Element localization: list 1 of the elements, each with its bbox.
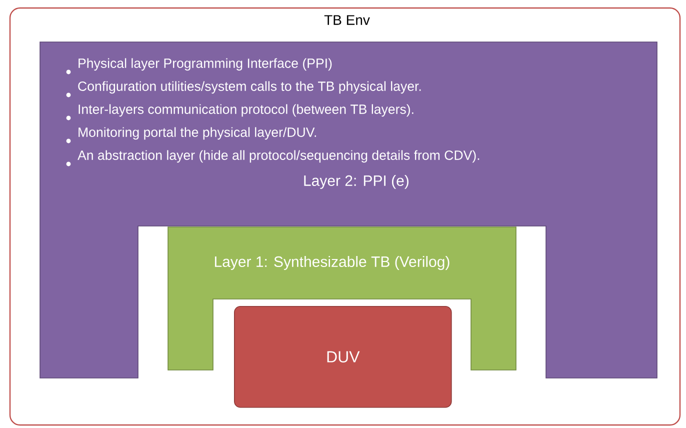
device-box: DUV: [234, 306, 452, 408]
